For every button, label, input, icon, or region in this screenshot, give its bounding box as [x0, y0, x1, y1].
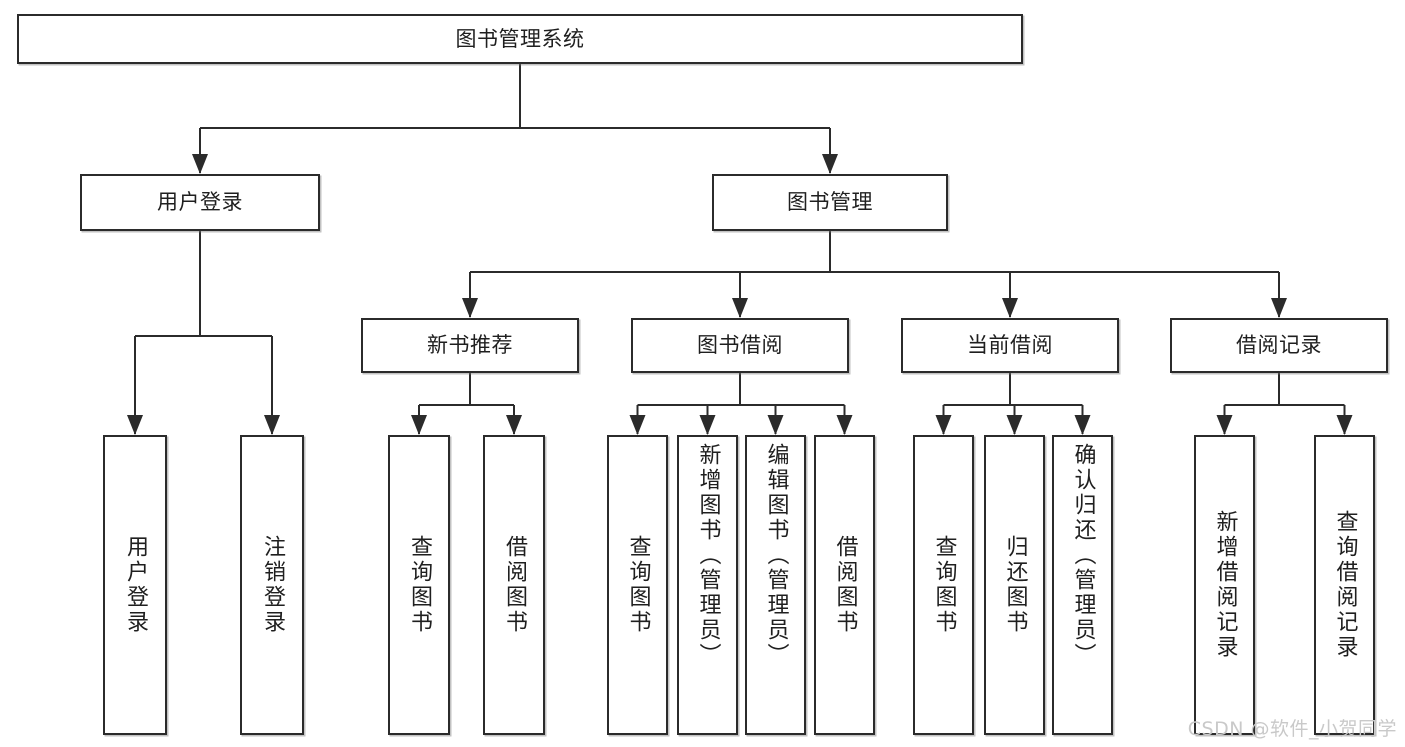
node-label-leaf-query-book-2: 查询图书 — [625, 535, 651, 635]
node-label-borrow-record: 借阅记录 — [1236, 333, 1322, 358]
node-label-leaf-borrow-book-1: 借阅图书 — [501, 535, 527, 635]
node-label-current-borrow: 当前借阅 — [967, 333, 1053, 358]
node-label-leaf-edit-book: 编辑图书（管理员） — [763, 443, 789, 668]
node-leaf-user-login[interactable]: 用户登录 — [103, 435, 167, 735]
node-leaf-confirm-return[interactable]: 确认归还（管理员） — [1052, 435, 1113, 735]
node-current-borrow[interactable]: 当前借阅 — [901, 318, 1119, 373]
node-label-leaf-return-book: 归还图书 — [1002, 535, 1028, 635]
node-label-leaf-query-book-1: 查询图书 — [406, 535, 432, 635]
node-label-user-login: 用户登录 — [157, 190, 243, 215]
node-label-leaf-user-login: 用户登录 — [122, 535, 148, 635]
node-leaf-query-book-3[interactable]: 查询图书 — [913, 435, 974, 735]
node-leaf-add-record[interactable]: 新增借阅记录 — [1194, 435, 1255, 735]
node-label-book-manage: 图书管理 — [787, 190, 873, 215]
node-label-new-book-recommend: 新书推荐 — [427, 333, 513, 358]
node-leaf-query-book-2[interactable]: 查询图书 — [607, 435, 668, 735]
node-book-borrow[interactable]: 图书借阅 — [631, 318, 849, 373]
node-leaf-query-book-1[interactable]: 查询图书 — [388, 435, 450, 735]
node-new-book-recommend[interactable]: 新书推荐 — [361, 318, 579, 373]
node-label-leaf-query-book-3: 查询图书 — [931, 535, 957, 635]
node-label-book-borrow: 图书借阅 — [697, 333, 783, 358]
watermark: CSDN @软件_小贺同学 — [1187, 718, 1397, 740]
node-leaf-edit-book[interactable]: 编辑图书（管理员） — [745, 435, 806, 735]
node-label-leaf-confirm-return: 确认归还（管理员） — [1070, 443, 1096, 668]
node-label-leaf-add-book: 新增图书（管理员） — [695, 443, 721, 668]
node-leaf-logout[interactable]: 注销登录 — [240, 435, 304, 735]
node-label-leaf-borrow-book-2: 借阅图书 — [832, 535, 858, 635]
node-leaf-borrow-book-2[interactable]: 借阅图书 — [814, 435, 875, 735]
node-leaf-borrow-book-1[interactable]: 借阅图书 — [483, 435, 545, 735]
node-borrow-record[interactable]: 借阅记录 — [1170, 318, 1388, 373]
node-label-leaf-add-record: 新增借阅记录 — [1212, 510, 1238, 660]
node-leaf-return-book[interactable]: 归还图书 — [984, 435, 1045, 735]
node-label-root: 图书管理系统 — [455, 26, 585, 51]
node-leaf-query-record[interactable]: 查询借阅记录 — [1314, 435, 1375, 735]
node-label-leaf-query-record: 查询借阅记录 — [1332, 510, 1358, 660]
node-root[interactable]: 图书管理系统 — [17, 14, 1023, 64]
node-user-login[interactable]: 用户登录 — [80, 174, 320, 231]
node-book-manage[interactable]: 图书管理 — [712, 174, 948, 231]
node-leaf-add-book[interactable]: 新增图书（管理员） — [677, 435, 738, 735]
node-label-leaf-logout: 注销登录 — [259, 535, 285, 635]
